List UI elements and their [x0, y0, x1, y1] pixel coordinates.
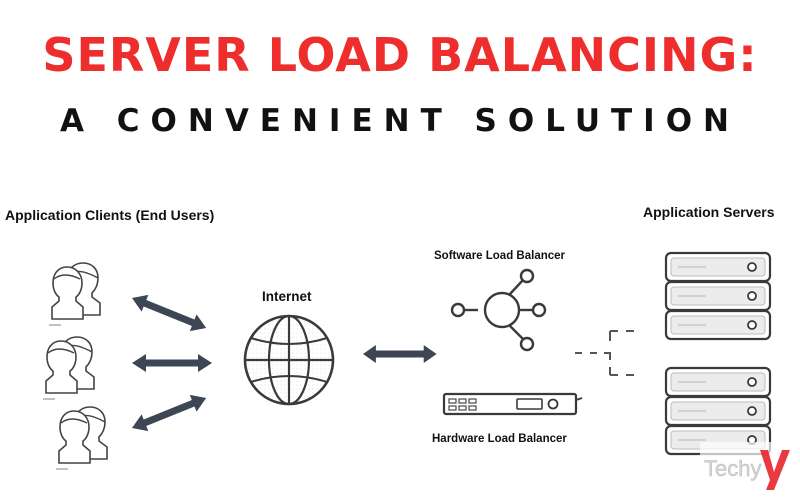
servers-label: Application Servers: [643, 204, 775, 220]
user-group-icon: [55, 406, 108, 470]
double-arrow-icon: [128, 389, 210, 437]
hardware-lb-label: Hardware Load Balancer: [432, 433, 567, 445]
software-lb-label: Software Load Balancer: [434, 250, 566, 262]
dashed-connector: [575, 330, 634, 376]
techy-logo: Techy: [700, 442, 795, 492]
techy-logo-text: Techy: [704, 456, 761, 481]
rack-device-icon: [442, 392, 583, 416]
server-stack-icon: [664, 251, 772, 341]
clients-label: Application Clients (End Users): [5, 207, 215, 223]
double-arrow-icon: [128, 289, 210, 337]
internet-label: Internet: [262, 289, 312, 304]
title-line-1: SERVER LOAD BALANCING:: [42, 28, 758, 82]
user-group-icon: [42, 336, 95, 400]
globe-icon: [243, 314, 335, 406]
hub-icon: [450, 268, 547, 352]
user-group-icon: [48, 262, 101, 326]
double-arrow-icon: [363, 345, 437, 363]
title-line-2: A CONVENIENT SOLUTION: [59, 103, 740, 139]
double-arrow-icon: [132, 354, 212, 372]
